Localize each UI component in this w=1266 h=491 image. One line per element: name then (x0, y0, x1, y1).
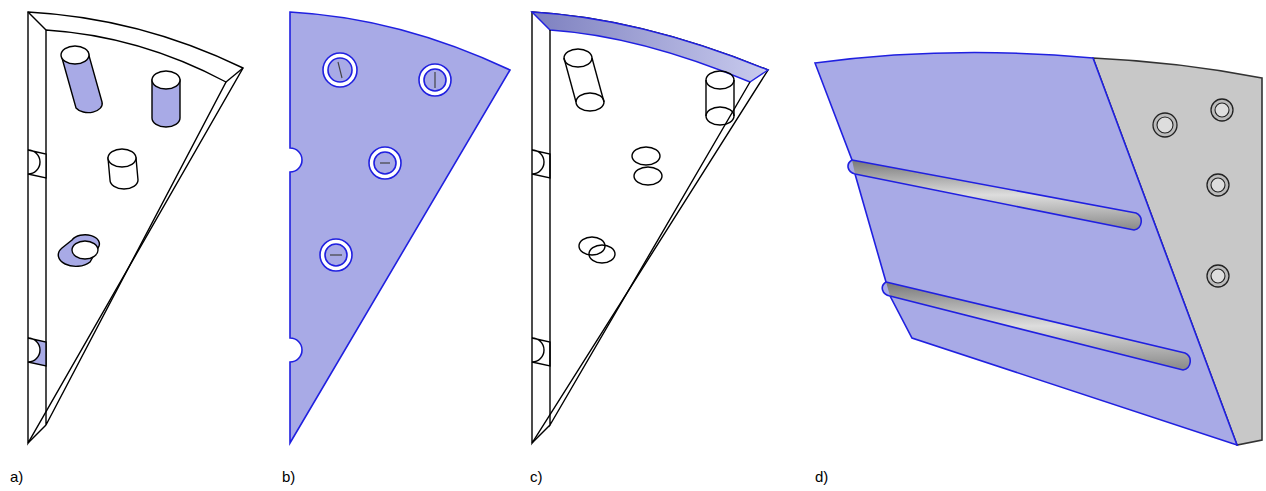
view-label: b) (282, 468, 295, 485)
view-label: d) (815, 468, 828, 485)
view-label: c) (530, 468, 543, 485)
view-label: a) (10, 468, 23, 485)
view-c (532, 12, 768, 443)
view-d (815, 53, 1262, 445)
view-a (28, 12, 243, 443)
view-b (290, 12, 510, 443)
